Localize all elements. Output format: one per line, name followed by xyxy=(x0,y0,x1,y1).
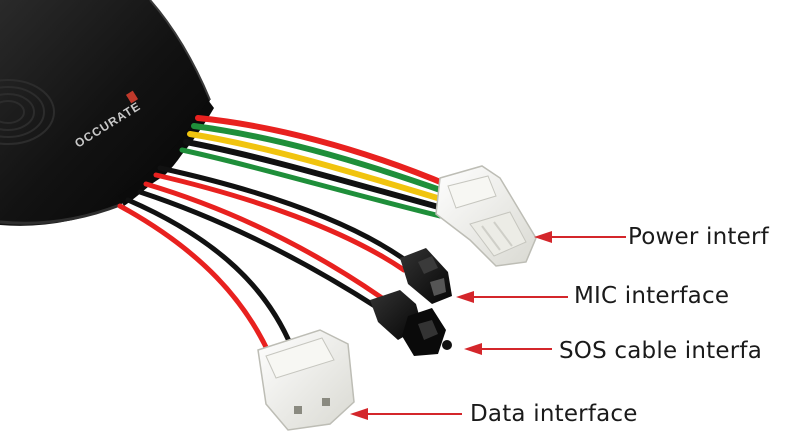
sensor-ring-icon xyxy=(0,79,55,145)
data-interface-label: Data interface xyxy=(470,401,638,427)
power-interface-label: Power interf xyxy=(628,224,769,250)
data-cable xyxy=(117,197,295,363)
sos-connector xyxy=(370,290,452,356)
sos-callout-arrow-icon xyxy=(464,343,552,355)
mic-cable xyxy=(153,165,411,273)
mic-callout-arrow-icon xyxy=(456,291,568,303)
tracker-device-body xyxy=(0,0,214,226)
sos-cable xyxy=(137,181,385,311)
data-connector xyxy=(257,329,355,431)
power-connector xyxy=(435,165,537,267)
power-callout-arrow-icon xyxy=(534,231,626,243)
power-cable-bundle xyxy=(179,115,453,219)
mic-connector xyxy=(400,248,452,304)
sos-cable-interface-label: SOS cable interfa xyxy=(559,338,762,364)
data-callout-arrow-icon xyxy=(350,408,462,420)
mic-interface-label: MIC interface xyxy=(574,283,730,309)
